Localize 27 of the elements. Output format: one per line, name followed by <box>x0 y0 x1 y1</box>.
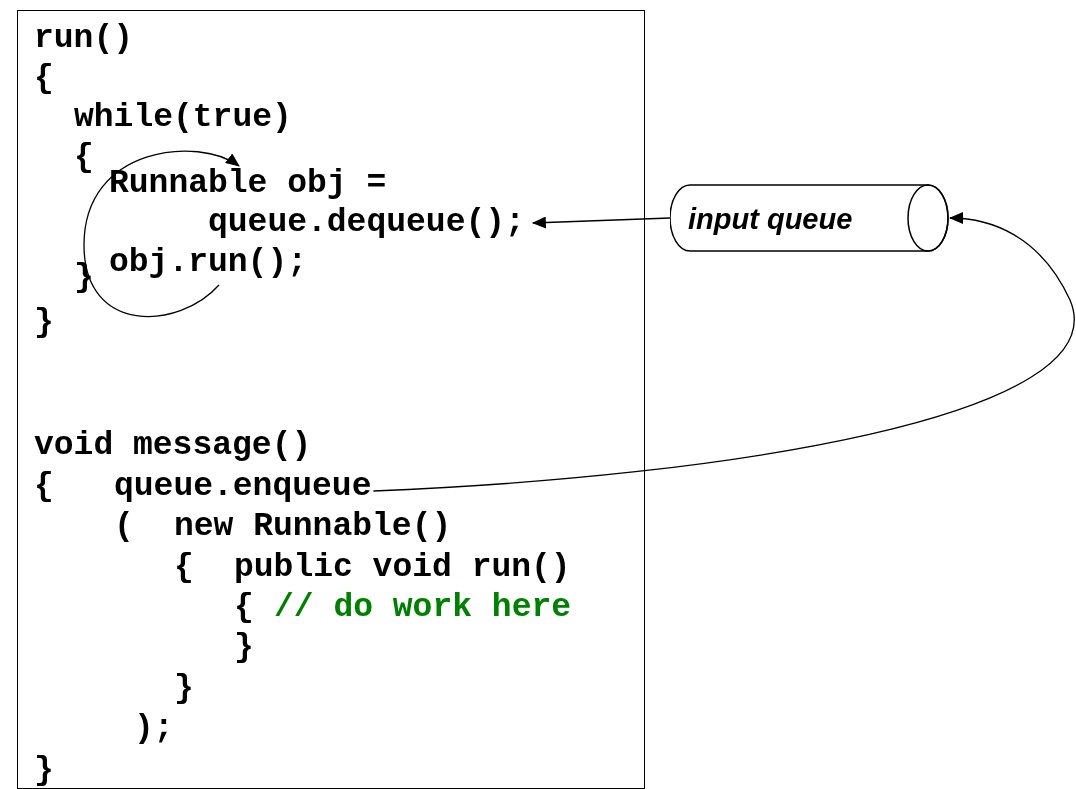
code-line: // do work here <box>274 590 572 626</box>
code-line: { <box>34 61 54 97</box>
code-line: ( <box>114 509 134 545</box>
code-line: } <box>34 753 54 789</box>
code-line: queue.enqueue <box>114 469 372 505</box>
code-line: run() <box>34 21 134 57</box>
code-line: } <box>174 671 194 707</box>
arrow <box>372 212 1075 492</box>
code-line: } <box>74 260 94 296</box>
code-line: public void run() <box>234 550 571 586</box>
code-line: { <box>74 140 94 176</box>
arrow <box>83 150 240 318</box>
queue-cylinder: input queue <box>670 184 950 252</box>
arrow <box>531 216 671 229</box>
code-line: void message() <box>34 428 312 464</box>
code-line: { <box>34 469 54 505</box>
code-line: } <box>34 305 54 341</box>
code-line: new Runnable() <box>174 509 452 545</box>
code-line: while(true) <box>74 100 292 136</box>
code-line: } <box>234 630 254 666</box>
code-line: Runnable obj = <box>109 166 387 202</box>
code-line: obj.run(); <box>109 245 308 281</box>
code-line: queue.dequeue(); <box>208 205 525 241</box>
code-panel <box>17 10 645 789</box>
code-line: { <box>234 590 254 626</box>
code-line: { <box>174 550 194 586</box>
code-line: ); <box>134 711 174 747</box>
